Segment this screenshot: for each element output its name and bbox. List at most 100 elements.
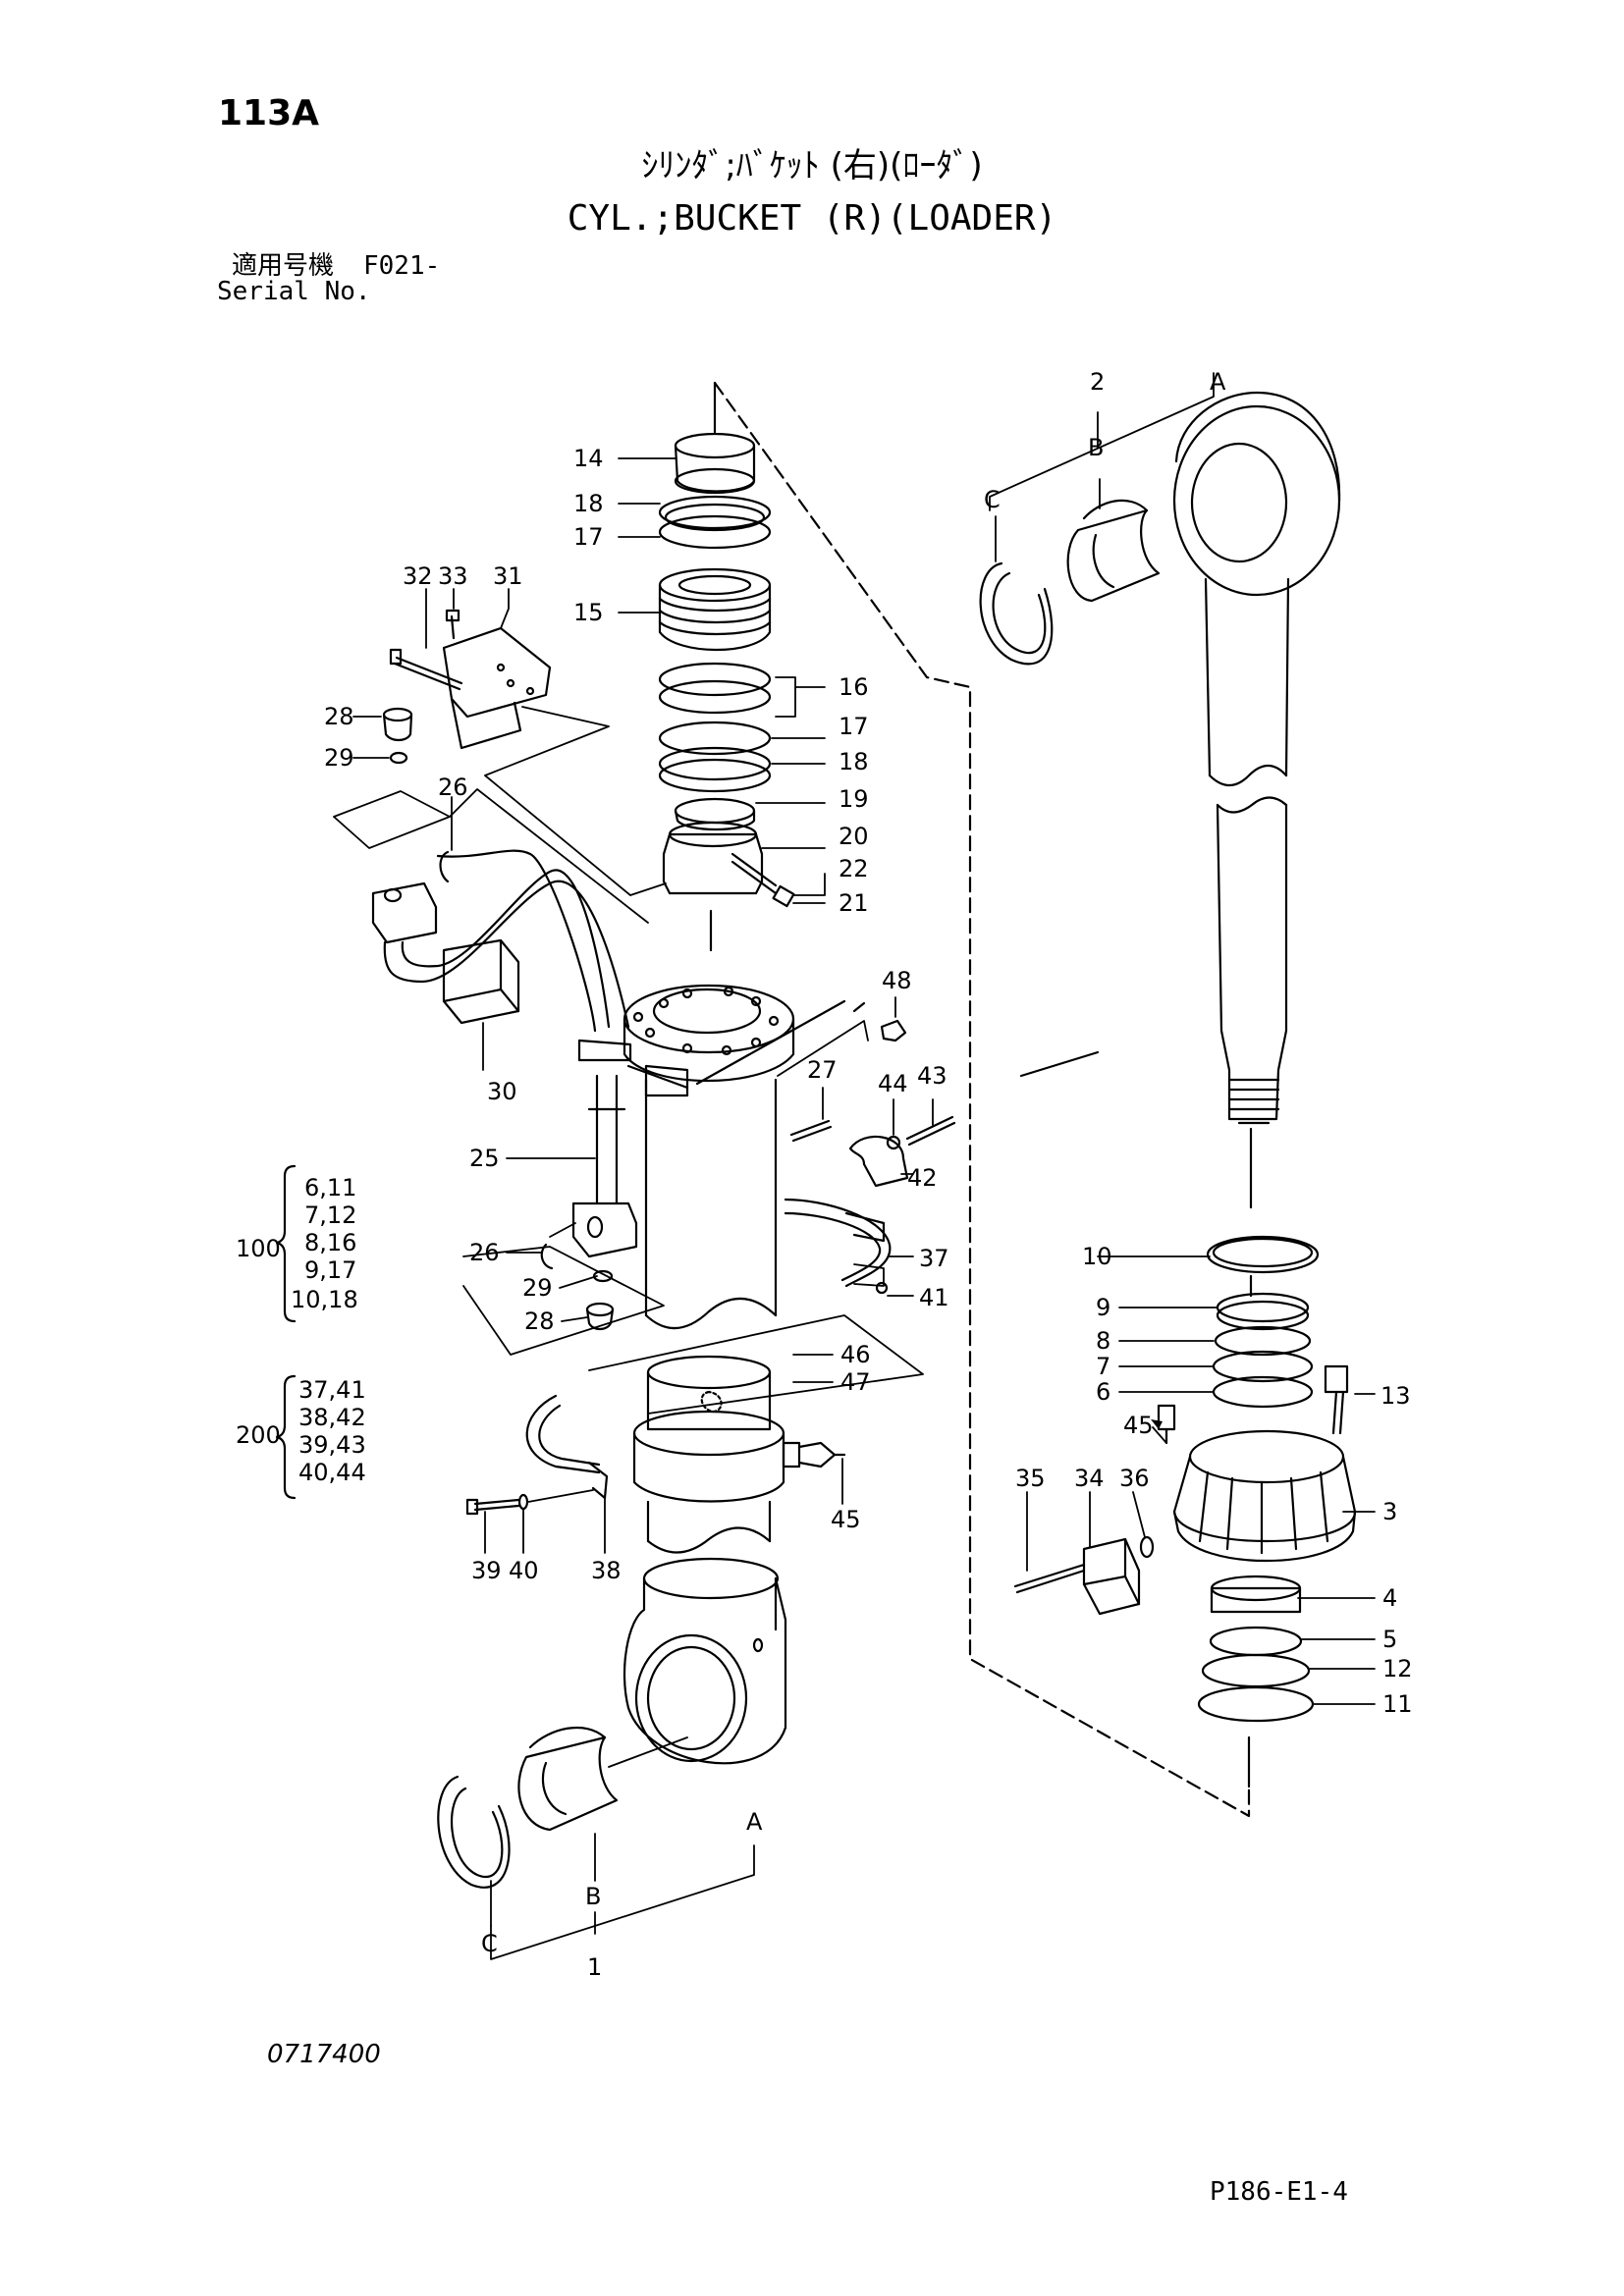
rod-seal-stack bbox=[1206, 1235, 1320, 1409]
nut-20 bbox=[662, 821, 778, 895]
seal-rings-18-17 bbox=[658, 495, 772, 550]
kit-100-row: 8,16 bbox=[304, 1229, 356, 1256]
serial-label-japanese: 適用号機 bbox=[232, 251, 335, 281]
assembly-frame-lines bbox=[713, 381, 1253, 1818]
pipe-25 bbox=[571, 1074, 638, 1258]
callout-38: 38 bbox=[591, 1557, 622, 1584]
o-ring-26-lower bbox=[540, 1243, 554, 1270]
callout-5: 5 bbox=[1382, 1626, 1397, 1653]
kit-100-row: 6,11 bbox=[304, 1174, 356, 1201]
callout-12: 12 bbox=[1382, 1655, 1413, 1682]
kit-200-brace bbox=[275, 1374, 297, 1500]
lower-barrel bbox=[632, 1355, 846, 1554]
callout-2: 2 bbox=[1090, 368, 1105, 396]
kit-100-row: 9,17 bbox=[304, 1256, 356, 1284]
callout-8: 8 bbox=[1096, 1327, 1110, 1355]
callout-36: 36 bbox=[1119, 1465, 1150, 1492]
bolt-27 bbox=[789, 1119, 833, 1143]
serial-value: F021- bbox=[363, 251, 441, 281]
arrowhead bbox=[1151, 1419, 1163, 1429]
callout-43: 43 bbox=[917, 1062, 947, 1090]
callout-3: 3 bbox=[1382, 1498, 1397, 1525]
callout-47: 47 bbox=[840, 1368, 871, 1396]
set-screw-21 bbox=[772, 884, 795, 908]
bushing-lower bbox=[517, 1726, 619, 1832]
callout-4: 4 bbox=[1382, 1584, 1397, 1612]
callout-10: 10 bbox=[1082, 1243, 1112, 1270]
callout-34: 34 bbox=[1074, 1465, 1105, 1492]
kit-200-row: 38,42 bbox=[298, 1404, 366, 1431]
plug-28-lower bbox=[585, 1302, 615, 1331]
piston-15 bbox=[658, 567, 772, 652]
bolt-13 bbox=[1324, 1364, 1349, 1435]
callout-39: 39 bbox=[471, 1557, 502, 1584]
callout-27: 27 bbox=[807, 1056, 838, 1084]
kit-100-row: 7,12 bbox=[304, 1201, 356, 1229]
bushing-14 bbox=[674, 432, 756, 495]
callout-26a: 26 bbox=[438, 774, 468, 801]
callout-31: 31 bbox=[493, 562, 523, 590]
callout-41: 41 bbox=[919, 1284, 949, 1311]
callout-13: 13 bbox=[1380, 1382, 1411, 1410]
callout-9: 9 bbox=[1096, 1294, 1110, 1321]
kit-200-row: 37,41 bbox=[298, 1376, 366, 1404]
callout-ref-c-top: C bbox=[984, 486, 1001, 513]
callout-45-right: 45 bbox=[1123, 1412, 1154, 1439]
callout-16: 16 bbox=[839, 673, 869, 701]
callout-20: 20 bbox=[839, 823, 869, 850]
kit-100-code: 100 bbox=[236, 1235, 281, 1262]
callout-46: 46 bbox=[840, 1341, 871, 1368]
title-japanese: ｼﾘﾝﾀﾞ;ﾊﾞｹｯﾄ (右)(ﾛｰﾀﾞ) bbox=[641, 146, 983, 186]
callout-22: 22 bbox=[839, 855, 869, 882]
washer-44 bbox=[886, 1135, 901, 1150]
leader-lines bbox=[352, 372, 1376, 1960]
valve-block-34 bbox=[1013, 1535, 1155, 1616]
callout-ref-c-bottom: C bbox=[481, 1930, 498, 1957]
callout-17b: 17 bbox=[839, 713, 869, 740]
drawing-number: 0717400 bbox=[267, 2040, 381, 2069]
page-reference: P186-E1-4 bbox=[1210, 2177, 1348, 2207]
head-seal-rings bbox=[1197, 1575, 1315, 1723]
clamp-42 bbox=[848, 1135, 909, 1188]
callout-labels: 2 A B C 14 18 17 15 16 17 18 19 20 22 21… bbox=[324, 368, 1413, 1981]
band-38 bbox=[525, 1394, 609, 1500]
callout-30: 30 bbox=[487, 1078, 517, 1105]
kit-200-table: 200 37,41 38,42 39,43 40,44 bbox=[236, 1376, 366, 1486]
callout-33: 33 bbox=[438, 562, 468, 590]
callout-35: 35 bbox=[1015, 1465, 1046, 1492]
kit-100-row: 10,18 bbox=[291, 1286, 358, 1313]
o-ring-29-lower bbox=[592, 1269, 614, 1283]
callout-42: 42 bbox=[907, 1164, 938, 1192]
callout-ref-b-top: B bbox=[1088, 434, 1104, 461]
callout-11: 11 bbox=[1382, 1690, 1413, 1718]
grease-nipple-45-right bbox=[1157, 1404, 1176, 1445]
callout-ref-a-top: A bbox=[1210, 368, 1226, 396]
callout-40: 40 bbox=[509, 1557, 539, 1584]
callout-6: 6 bbox=[1096, 1378, 1110, 1406]
callout-ref-a-bottom: A bbox=[746, 1808, 763, 1836]
bolt-39 bbox=[465, 1498, 520, 1516]
retaining-ring-lower bbox=[437, 1775, 511, 1889]
callout-7: 7 bbox=[1096, 1353, 1110, 1380]
callout-48: 48 bbox=[882, 967, 912, 994]
bolt-43 bbox=[905, 1115, 956, 1147]
callout-18b: 18 bbox=[839, 748, 869, 775]
seal-rings-16-17-18-19 bbox=[658, 662, 772, 831]
callout-1: 1 bbox=[587, 1953, 602, 1981]
callout-25: 25 bbox=[469, 1145, 500, 1172]
o-ring-26-upper bbox=[439, 850, 450, 883]
callout-18a: 18 bbox=[573, 490, 604, 517]
callout-45-center: 45 bbox=[831, 1506, 861, 1533]
piston-rod-eye bbox=[1172, 391, 1341, 787]
block-30 bbox=[442, 938, 520, 1025]
callout-29a: 29 bbox=[324, 744, 354, 772]
callout-28a: 28 bbox=[324, 703, 354, 730]
leader-frame bbox=[333, 706, 924, 1415]
callout-26b: 26 bbox=[469, 1239, 500, 1266]
callout-21: 21 bbox=[839, 889, 869, 917]
callout-28b: 28 bbox=[524, 1308, 555, 1335]
cylinder-bottom bbox=[623, 1557, 787, 1765]
kit-200-code: 200 bbox=[236, 1421, 281, 1449]
cap-48 bbox=[880, 1019, 907, 1042]
o-ring-29-upper bbox=[389, 751, 408, 765]
